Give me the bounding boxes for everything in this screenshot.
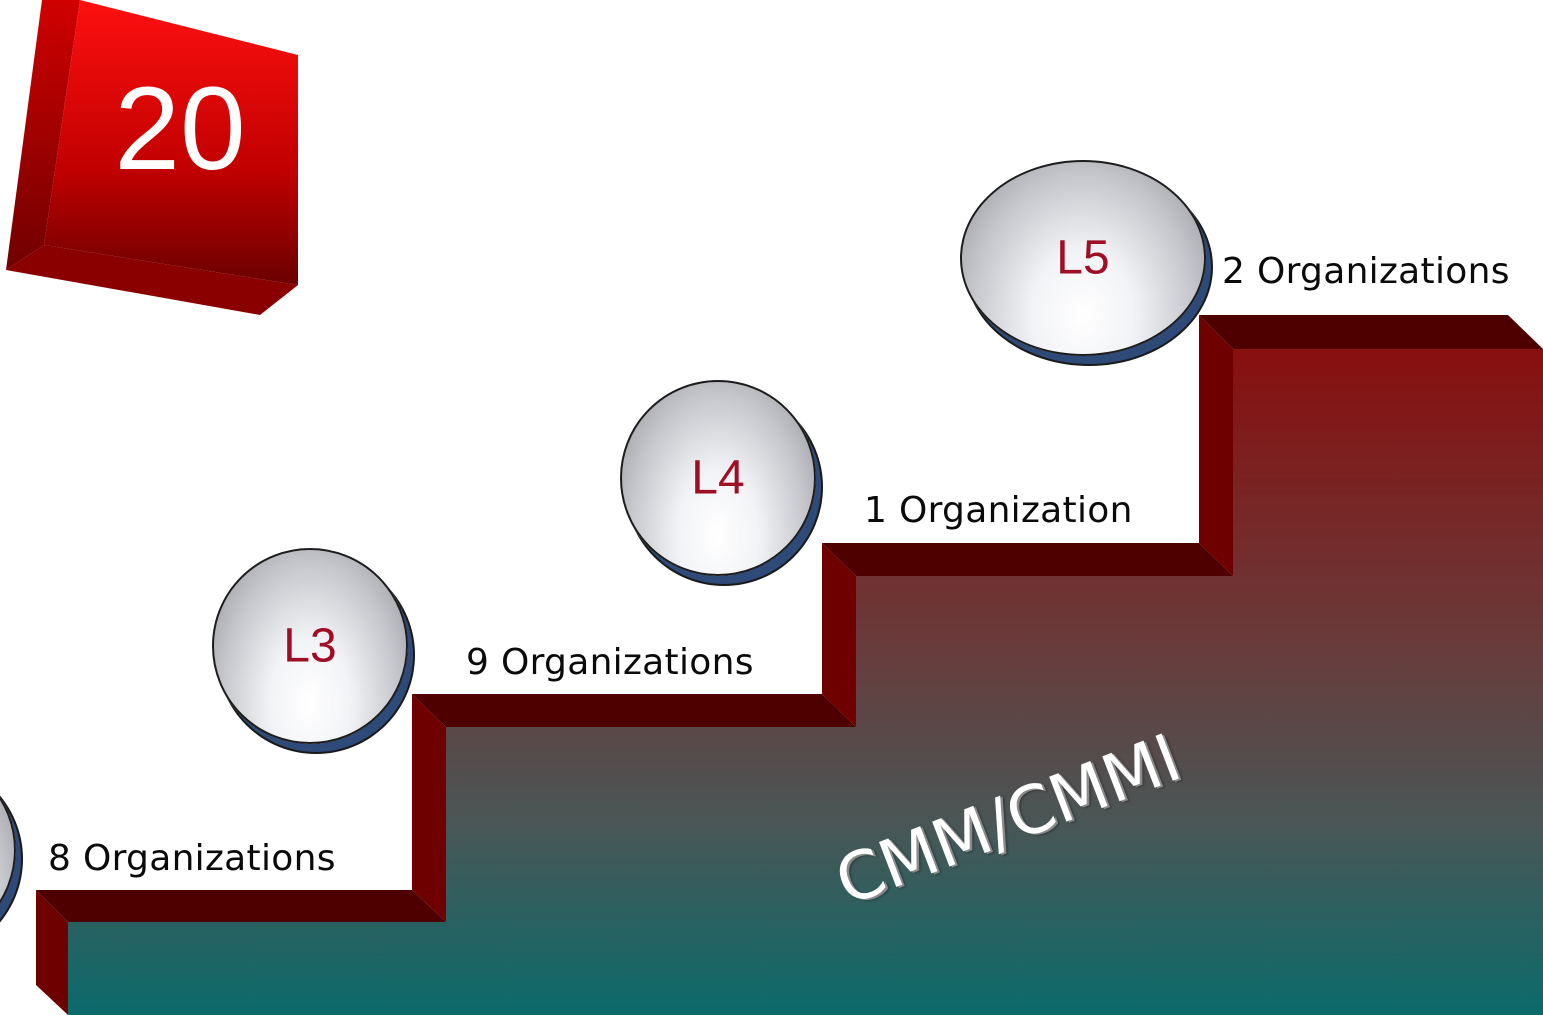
step-3-side bbox=[822, 543, 856, 727]
step-3-face bbox=[856, 576, 1233, 1015]
step-4-top bbox=[1199, 315, 1543, 349]
step-1-label: 8 Organizations bbox=[48, 838, 336, 879]
step-2-top bbox=[412, 694, 856, 727]
step-1 bbox=[36, 890, 446, 1015]
number-badge bbox=[6, 0, 298, 315]
step-3-label: 1 Organization bbox=[864, 490, 1133, 531]
badge-number: 20 bbox=[114, 63, 246, 195]
step-4 bbox=[1199, 315, 1543, 1015]
level-label-l3: L3 bbox=[283, 619, 337, 673]
level-disc-l5: L5 bbox=[960, 160, 1206, 356]
level-label-l4: L4 bbox=[691, 451, 745, 505]
step-2-face bbox=[446, 727, 856, 1015]
step-1-side bbox=[36, 890, 68, 1015]
badge-face bbox=[44, 0, 298, 285]
level-disc-l4: L4 bbox=[620, 380, 816, 576]
level-disc-l3: L3 bbox=[212, 548, 408, 744]
step-2-label: 9 Organizations bbox=[466, 642, 754, 683]
step-2-side bbox=[412, 694, 446, 922]
step-1-top bbox=[36, 890, 446, 922]
step-4-label: 2 Organizations bbox=[1222, 251, 1510, 292]
badge-bottom bbox=[6, 245, 298, 315]
step-3-top bbox=[822, 543, 1233, 576]
badge-side bbox=[6, 0, 80, 270]
step-2 bbox=[412, 694, 856, 1015]
step-4-side bbox=[1199, 315, 1233, 576]
level-label-l5: L5 bbox=[1056, 231, 1110, 285]
step-1-face bbox=[68, 922, 446, 1015]
step-3 bbox=[822, 543, 1233, 1015]
step-4-face bbox=[1233, 349, 1543, 1015]
